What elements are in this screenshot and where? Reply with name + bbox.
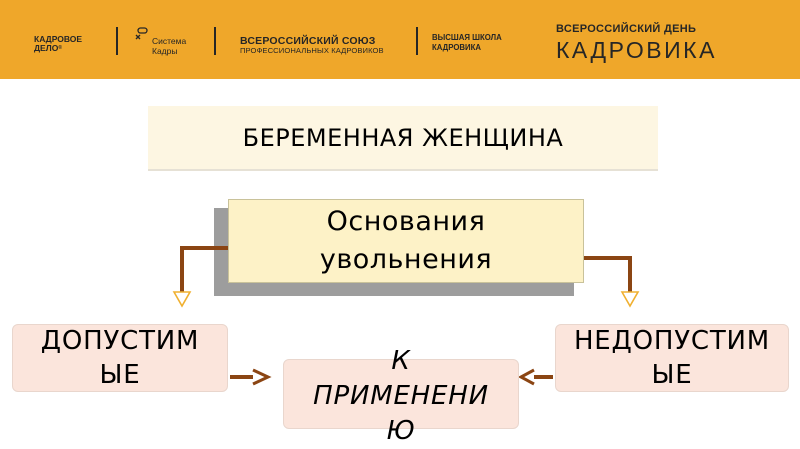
allowed-box: ДОПУСТИМ ЫЕ bbox=[12, 324, 228, 392]
logo-soyuz-title: ВСЕРОССИЙСКИЙ СОЮЗ bbox=[240, 35, 376, 47]
arrow-to-forbidden bbox=[584, 256, 632, 292]
header-band: КАДРОВОЕ ДЕЛО® Система Кадры ВСЕРОССИЙСК… bbox=[0, 0, 800, 79]
title-box: БЕРЕМЕННАЯ ЖЕНЩИНА bbox=[148, 106, 658, 171]
allowed-line2: ЫЕ bbox=[99, 360, 141, 390]
logo-vysshaya-shkola: ВЫСШАЯ ШКОЛА КАДРОВИКА bbox=[432, 33, 502, 52]
reasons-box: Основания увольнения bbox=[228, 199, 584, 283]
arrowhead-allowed-to-center-icon bbox=[252, 368, 272, 386]
application-box: К ПРИМЕНЕНИ Ю bbox=[283, 346, 519, 446]
application-line2: ПРИМЕНЕНИ bbox=[313, 381, 489, 411]
forbidden-line1: НЕДОПУСТИМ bbox=[573, 326, 771, 356]
arrowhead-to-allowed-icon bbox=[172, 291, 192, 308]
allowed-line1: ДОПУСТИМ bbox=[40, 326, 200, 356]
logo-kadrovoe-delo: КАДРОВОЕ ДЕЛО® bbox=[34, 34, 83, 53]
slide-title: БЕРЕМЕННАЯ ЖЕНЩИНА bbox=[242, 123, 564, 152]
forbidden-line2: ЫЕ bbox=[651, 360, 693, 390]
header-separator bbox=[214, 27, 216, 55]
reasons-line2: увольнения bbox=[319, 244, 493, 275]
arrow-to-allowed bbox=[180, 246, 228, 292]
forbidden-box: НЕДОПУСТИМ ЫЕ bbox=[555, 324, 789, 392]
logo-soyuz-subtitle: ПРОФЕССИОНАЛЬНЫХ КАДРОВИКОВ bbox=[240, 46, 384, 55]
sistema-kadry-icon bbox=[135, 27, 148, 40]
application-line3: Ю bbox=[386, 416, 416, 446]
header-separator bbox=[116, 27, 118, 55]
logo-sistema-kadry: Система Кадры bbox=[152, 36, 187, 56]
reasons-line1: Основания bbox=[326, 206, 486, 237]
arrowhead-to-forbidden-icon bbox=[620, 291, 640, 308]
arrowhead-forbidden-to-center-icon bbox=[517, 368, 535, 386]
logo-den-kadrovika-title: ВСЕРОССИЙСКИЙ ДЕНЬ bbox=[556, 23, 697, 35]
header-separator bbox=[416, 27, 418, 55]
logo-den-kadrovika-subtitle: КАДРОВИКА bbox=[556, 37, 717, 63]
application-line1: К bbox=[391, 346, 411, 376]
